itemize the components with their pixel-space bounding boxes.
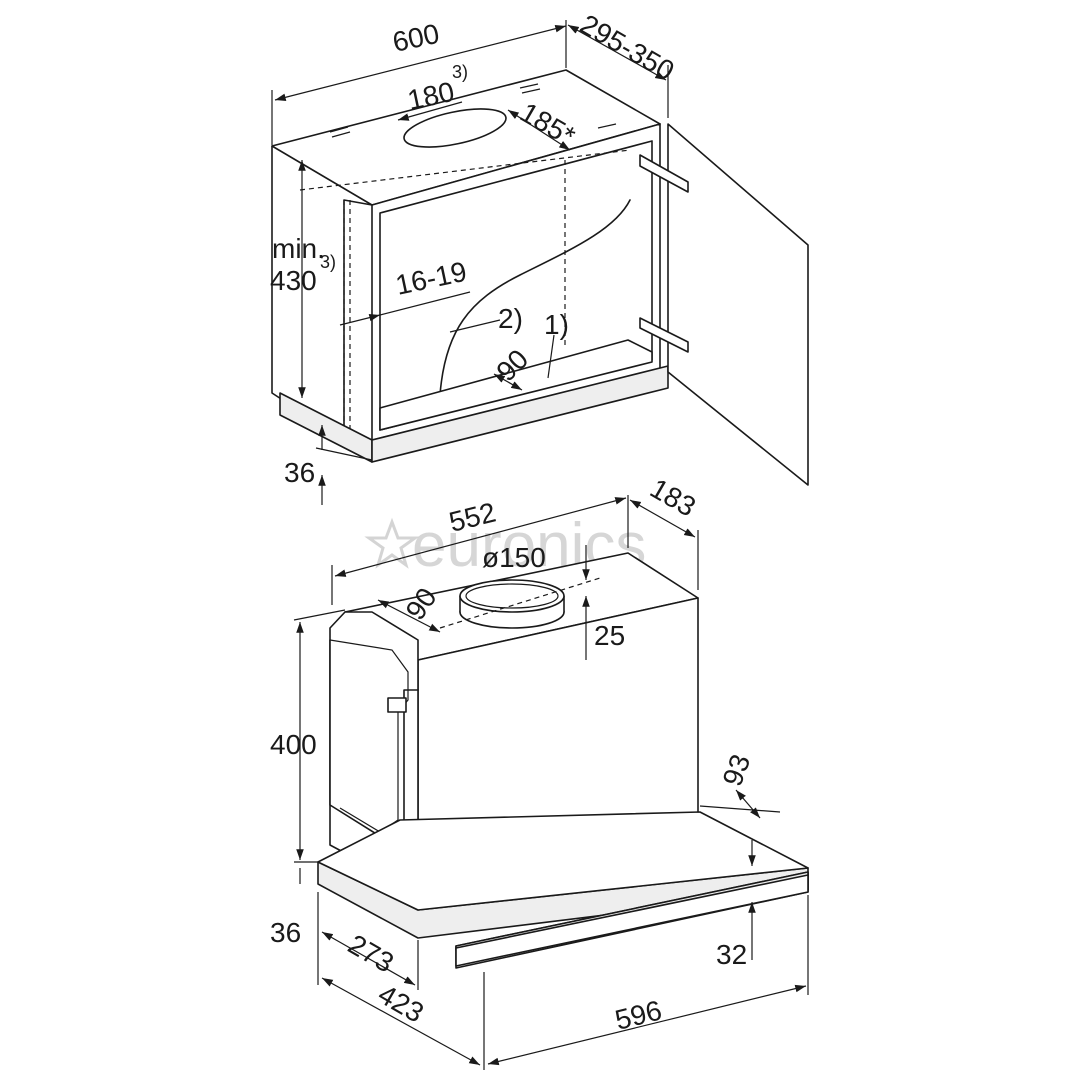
duct-inner-rim [465,583,559,609]
label-hood-depth: 183 [645,472,701,522]
callout-1: 1) [544,309,569,340]
dim-line-visor-depth [735,789,761,819]
label-height-prefix: min. [272,233,325,264]
label-front-height: 32 [716,939,747,970]
leader-1 [547,334,555,379]
label-visor-depth: 93 [717,750,757,790]
label-height-note: 3) [320,252,336,272]
cabinet-plinth-front [371,365,669,463]
hood-front-trim-face [455,874,809,967]
label-height: 430 [270,265,317,296]
label-cabinet-width: 600 [390,18,442,58]
label-hood-height: 400 [270,729,317,760]
hinge-top [639,154,689,193]
label-total-depth: 423 [373,978,429,1028]
duct-top-rim [459,579,565,613]
dim-line-depth [567,24,667,81]
dim-line-front-width [487,984,807,1066]
label-duct: ø150 [482,542,546,573]
vent-slot [331,131,351,138]
label-front-width: 596 [612,994,665,1035]
dim-line-cutout [397,101,463,121]
duct-centerline [439,577,601,629]
dim-line-offset [507,109,571,151]
vent-slot [597,123,617,129]
callout-2: 2) [498,303,523,334]
star-icon [364,517,420,569]
dim-leader-side [379,291,471,316]
dim-line-width [274,24,567,102]
dim-line-hood-depth [629,499,696,538]
cabinet-door [667,123,809,486]
label-duct-height: 25 [594,620,625,651]
hinge-bottom [639,317,689,353]
dim-line-depth-front [321,931,416,986]
ext-line [315,447,373,461]
label-hood-bottom: 36 [270,917,301,948]
cabinet-drawing: 600 295-350 180 3) 185* min. 430 3) 16-1… [270,8,809,505]
bracket-slot [387,697,407,713]
duct-curve [439,199,631,396]
label-cabinet-depth: 295-350 [575,8,679,86]
duct-cutout [403,108,507,148]
hood-drawing: 552 183 ø150 90 25 400 93 36 273 32 423 … [270,472,809,1070]
ext-line [699,805,781,813]
label-cabinet-bottom: 36 [284,457,315,488]
ext-line [293,609,346,621]
dim-line-side [339,313,381,326]
dim-line-total-depth [321,977,481,1066]
inner-top-edge [299,149,631,191]
side-bracket [329,611,419,846]
leader-2 [449,319,501,333]
hood-visor-top [317,811,809,911]
label-cutout-note: 3) [452,62,468,82]
dim-line-hood-width [334,497,627,577]
dim-line-back [493,373,523,391]
dim-line-duct-offset [377,599,441,633]
vent-slot [329,126,349,133]
